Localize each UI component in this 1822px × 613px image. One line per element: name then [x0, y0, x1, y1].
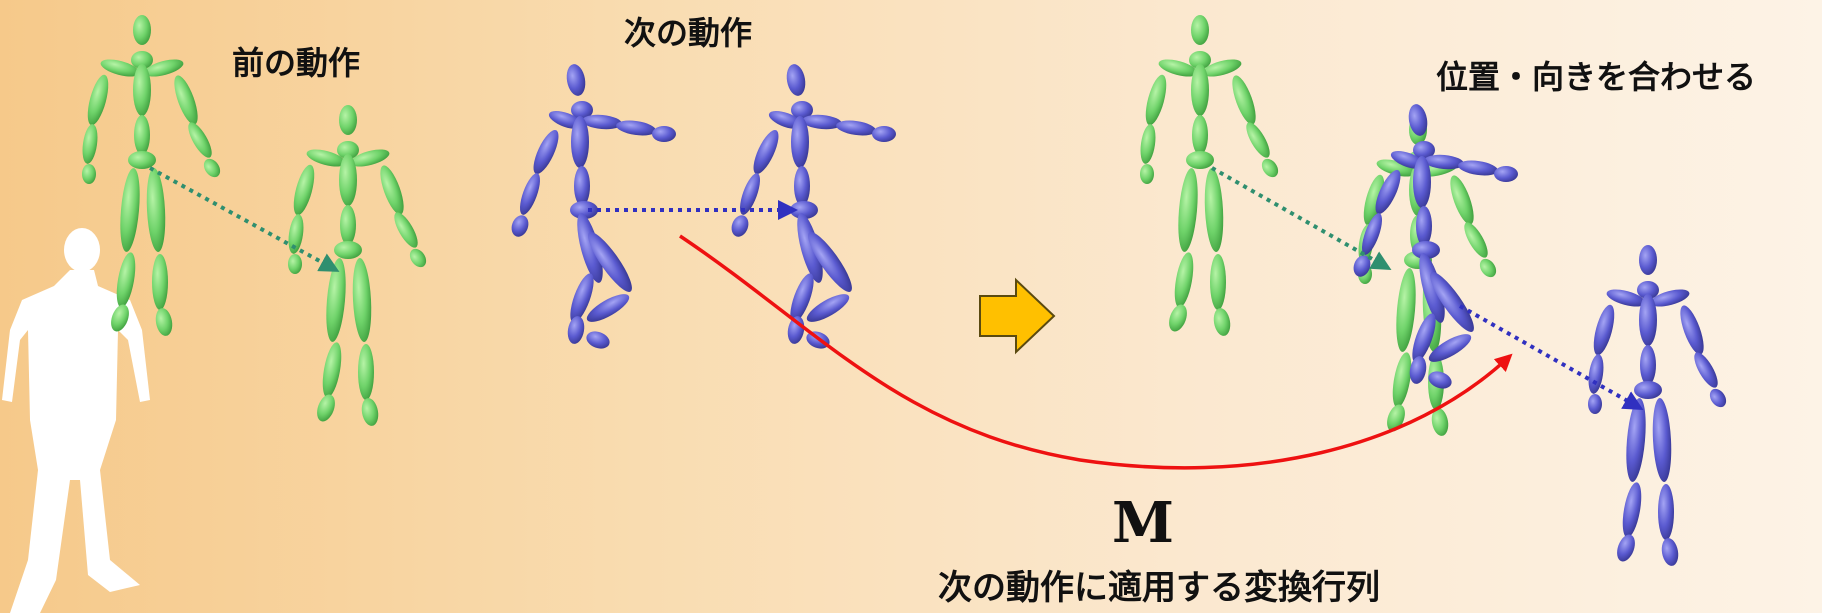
align-position-direction-label: 位置・向きを合わせる: [1436, 58, 1757, 96]
aligned-previous-figure-1: [1138, 15, 1282, 338]
aligned-previous-dotted-arrow: [1211, 166, 1392, 270]
next-motion-label: 次の動作: [624, 14, 753, 52]
right-arrow-icon: [979, 277, 1056, 355]
previous-motion-label: 前の動作: [232, 44, 361, 82]
matrix-caption: 次の動作に適用する変換行列: [938, 568, 1380, 608]
aligned-next-figure-2: [1586, 245, 1730, 568]
transform-curve-arrow: [679, 234, 1513, 470]
previous-motion-figure-2: [286, 105, 430, 428]
next-motion-figure-1: [508, 62, 676, 352]
human-silhouette-icon: [2, 228, 150, 613]
next-motion-figure-2: [728, 62, 896, 352]
aligned-next-dotted-arrow: [1459, 304, 1644, 410]
matrix-symbol: M: [1112, 490, 1174, 556]
